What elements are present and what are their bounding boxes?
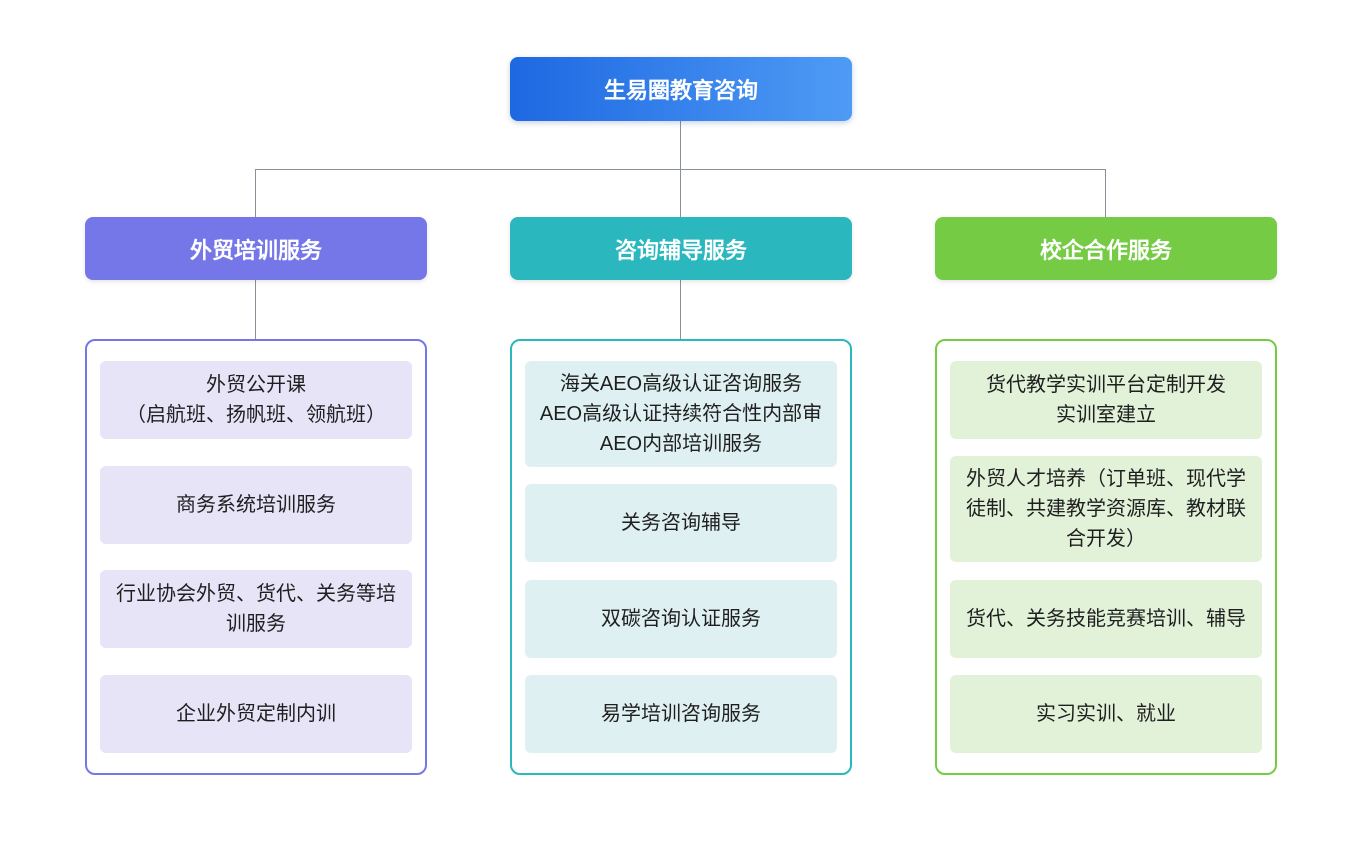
service-item: 关务咨询辅导 xyxy=(525,484,837,563)
branch-header-school-enterprise: 校企合作服务 xyxy=(935,217,1277,280)
branch-header-label: 校企合作服务 xyxy=(1039,237,1172,263)
branch-container-trade-training: 外贸公开课 （启航班、扬帆班、领航班） 商务系统培训服务 行业协会外贸、货代、关… xyxy=(85,339,427,775)
service-item: 货代教学实训平台定制开发 实训室建立 xyxy=(950,361,1262,439)
service-item: 双碳咨询认证服务 xyxy=(525,579,837,658)
connector-branch2-container xyxy=(680,280,681,339)
service-item: 海关AEO高级认证咨询服务 AEO高级认证持续符合性内部审 AEO内部培训服务 xyxy=(525,361,837,467)
service-item: 外贸人才培养（订单班、现代学徒制、共建教学资源库、教材联合开发） xyxy=(950,456,1262,563)
branch-header-trade-training: 外贸培训服务 xyxy=(85,217,427,280)
service-item: 外贸公开课 （启航班、扬帆班、领航班） xyxy=(100,361,412,439)
connector-branch2-drop xyxy=(680,169,681,217)
service-item: 企业外贸定制内训 xyxy=(100,674,412,753)
connector-branch3-drop xyxy=(1105,169,1106,217)
root-node-label: 生易圈教育咨询 xyxy=(603,78,758,103)
service-item: 行业协会外贸、货代、关务等培训服务 xyxy=(100,570,412,649)
branch-header-label: 外贸培训服务 xyxy=(189,237,322,263)
service-item: 易学培训咨询服务 xyxy=(525,674,837,753)
service-item: 商务系统培训服务 xyxy=(100,465,412,544)
service-item: 货代、关务技能竞赛培训、辅导 xyxy=(950,579,1262,658)
root-node: 生易圈教育咨询 xyxy=(510,57,852,121)
connector-branch1-container xyxy=(255,280,256,339)
branch-header-consulting-coaching: 咨询辅导服务 xyxy=(510,217,852,280)
service-item: 实习实训、就业 xyxy=(950,674,1262,753)
connector-root-drop xyxy=(680,121,681,169)
connector-branch1-drop xyxy=(255,169,256,217)
branch-header-label: 咨询辅导服务 xyxy=(614,237,747,263)
branch-container-school-enterprise: 货代教学实训平台定制开发 实训室建立 外贸人才培养（订单班、现代学徒制、共建教学… xyxy=(935,339,1277,775)
branch-container-consulting-coaching: 海关AEO高级认证咨询服务 AEO高级认证持续符合性内部审 AEO内部培训服务 … xyxy=(510,339,852,775)
